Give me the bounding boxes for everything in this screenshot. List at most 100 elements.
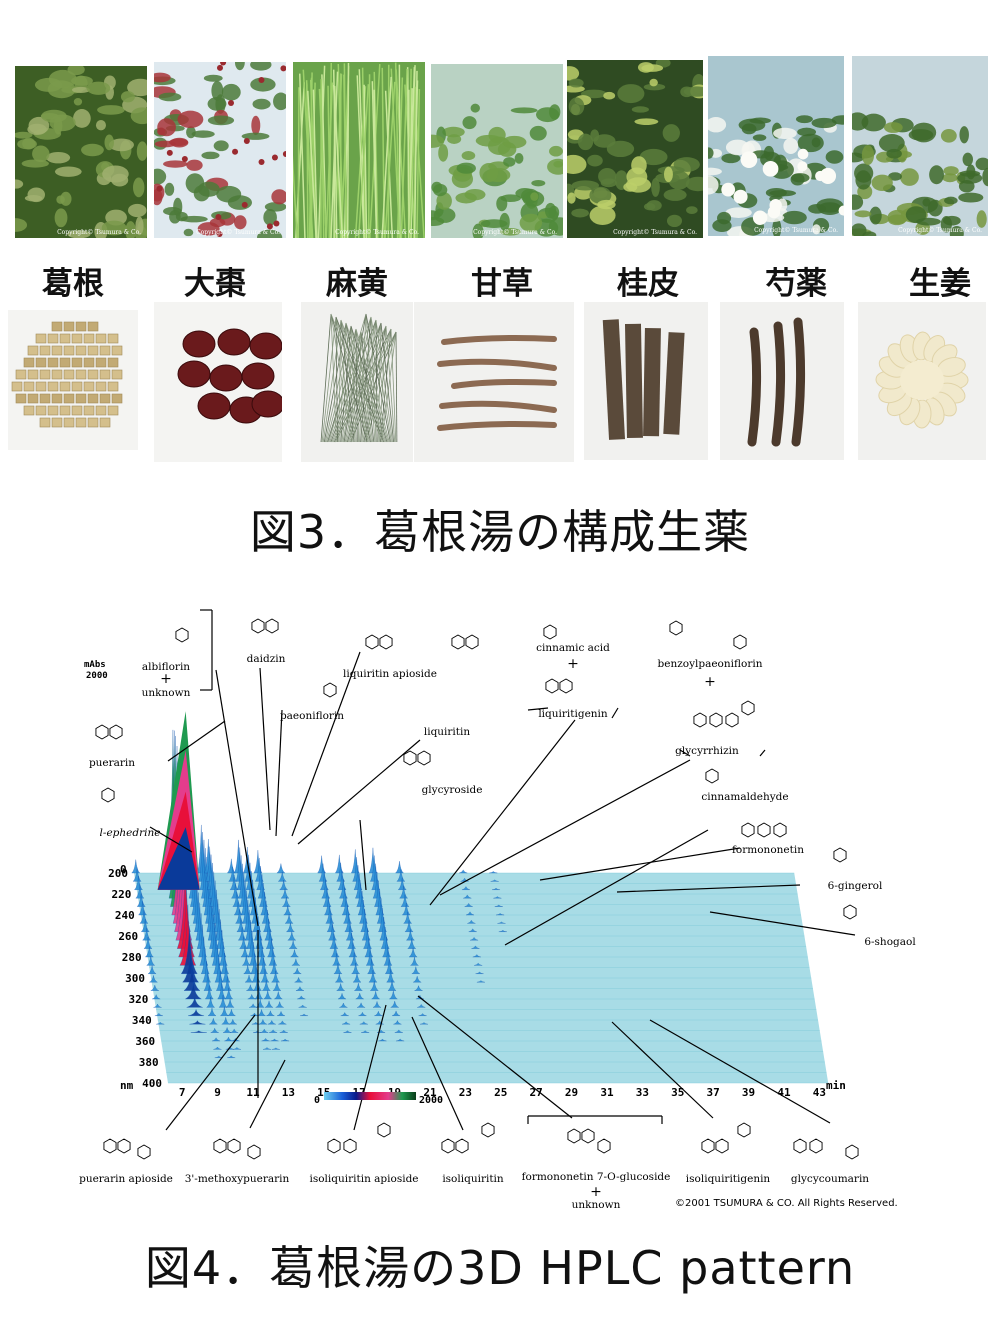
leader-line bbox=[539, 847, 741, 881]
colorbar-min: 0 bbox=[314, 1095, 320, 1106]
label-glycyrrhizin: glycyrrhizin bbox=[675, 745, 739, 757]
label-isoliquiritigenin: isoliquiritigenin bbox=[686, 1173, 771, 1185]
label-glycycoumarin: glycycoumarin bbox=[791, 1173, 869, 1185]
structure-ring bbox=[343, 1138, 357, 1154]
leader-line bbox=[291, 651, 361, 837]
structure-ring bbox=[725, 712, 739, 728]
cinnamon-plant-photo: Copyright© Tsumura & Co. bbox=[567, 60, 703, 238]
structure-ring bbox=[247, 1144, 261, 1160]
photo-copyright: Copyright© Tsumura & Co. bbox=[196, 229, 280, 236]
wavelength-tick: 340 bbox=[132, 1014, 152, 1027]
time-tick: 35 bbox=[671, 1086, 684, 1099]
wavelength-tick: 380 bbox=[139, 1056, 159, 1069]
chromatogram-peak bbox=[204, 839, 241, 1050]
structure-ring bbox=[693, 712, 707, 728]
chromatogram-peak bbox=[226, 858, 262, 1033]
wavelength-tick: 360 bbox=[135, 1035, 155, 1048]
jujube-fruit-photo bbox=[154, 302, 282, 462]
herb-name: 大棗 bbox=[184, 266, 246, 302]
structure-ring bbox=[379, 634, 393, 650]
label-6-shogaol: 6-shogaol bbox=[864, 936, 916, 948]
structure-ring bbox=[103, 1138, 117, 1154]
photo-copyright: Copyright© Tsumura & Co. bbox=[473, 229, 557, 236]
structure-ring bbox=[701, 1138, 715, 1154]
time-tick: 41 bbox=[777, 1086, 791, 1099]
leader-line bbox=[504, 829, 709, 946]
structure-ring bbox=[709, 712, 723, 728]
time-tick: 29 bbox=[565, 1086, 578, 1099]
compound-labels-top: albiflorin + unknown daidzin paeoniflori… bbox=[89, 642, 916, 948]
structure-ring bbox=[101, 787, 115, 803]
label-puerarin-apioside: puerarin apioside bbox=[79, 1173, 173, 1185]
structure-ring bbox=[227, 1138, 241, 1154]
figure-3-title: 図3．葛根湯の構成生薬 bbox=[249, 505, 751, 559]
leader-line bbox=[679, 749, 691, 757]
chromatogram-peak bbox=[368, 847, 405, 1042]
wavelength-tick: 320 bbox=[129, 993, 149, 1006]
structure-ring bbox=[455, 1138, 469, 1154]
figure-4-title: 図4．葛根湯の3D HPLC pattern bbox=[144, 1241, 856, 1295]
chromatogram-peak bbox=[131, 859, 165, 1025]
label-plus-1: + bbox=[160, 671, 172, 687]
jujube-plant-photo: Copyright© Tsumura & Co. bbox=[154, 62, 286, 238]
leader-line bbox=[411, 1016, 464, 1131]
structure-ring bbox=[733, 634, 747, 650]
time-tick: 7 bbox=[179, 1086, 186, 1099]
label-albiflorin: albiflorin bbox=[142, 661, 190, 673]
structure-ring bbox=[213, 1138, 227, 1154]
structure-ring bbox=[757, 822, 771, 838]
time-tick: 25 bbox=[494, 1086, 507, 1099]
herb-name: 麻黄 bbox=[326, 266, 388, 302]
chromatogram-peak bbox=[276, 863, 309, 1016]
leader-line bbox=[611, 1021, 714, 1119]
time-tick: 31 bbox=[600, 1086, 614, 1099]
peony-root-photo bbox=[720, 302, 844, 460]
label-3-methoxypuerarin: 3'-methoxypuerarin bbox=[185, 1173, 290, 1185]
kudzu-plant-photo: Copyright© Tsumura & Co. bbox=[15, 66, 147, 238]
photo-copyright: Copyright© Tsumura & Co. bbox=[754, 227, 838, 234]
chromatogram-peak bbox=[253, 850, 290, 1042]
structure-ring bbox=[251, 618, 265, 634]
structure-ring bbox=[175, 627, 189, 643]
chromatogram-peak bbox=[350, 849, 387, 1042]
leader-line bbox=[215, 669, 259, 927]
herb-name: 生姜 bbox=[909, 266, 971, 302]
leader-line bbox=[165, 1014, 256, 1131]
label-formononetin: formononetin bbox=[732, 844, 804, 856]
leader-line bbox=[527, 707, 549, 711]
label-cinnamic-acid: cinnamic acid bbox=[536, 642, 610, 654]
chromatogram-peak bbox=[335, 854, 370, 1033]
time-tick: 21 bbox=[423, 1086, 437, 1099]
structure-ring bbox=[833, 847, 847, 863]
structure-ring bbox=[451, 634, 465, 650]
ephedra-plant-photo: Copyright© Tsumura & Co. bbox=[293, 62, 425, 238]
structure-ring bbox=[109, 724, 123, 740]
chromatogram-peak bbox=[489, 871, 507, 932]
label-plus-4: + bbox=[590, 1184, 602, 1200]
leader-line bbox=[275, 709, 283, 837]
wavelength-tick: 260 bbox=[118, 930, 138, 943]
chromatogram-peak bbox=[234, 839, 272, 1050]
figure-4-copyright: ©2001 TSUMURA & CO. All Rights Reserved. bbox=[675, 1198, 898, 1209]
leader-line bbox=[649, 1019, 831, 1124]
label-puerarin: puerarin bbox=[89, 757, 135, 769]
label-paeoniflorin: paeoniflorin bbox=[280, 710, 344, 722]
wavelength-tick: 300 bbox=[125, 972, 145, 985]
kudzu-root-cubes-photo bbox=[8, 310, 138, 450]
wavelength-tick: 400 bbox=[142, 1077, 162, 1090]
leader-line bbox=[359, 819, 367, 891]
leader-line bbox=[353, 1004, 387, 1131]
structure-ring bbox=[567, 1128, 581, 1144]
label-liquiritin: liquiritin bbox=[424, 726, 471, 738]
label-isoliquiritin-apioside: isoliquiritin apioside bbox=[309, 1173, 418, 1185]
structure-ring bbox=[845, 1144, 859, 1160]
structure-ring bbox=[377, 1122, 391, 1138]
colorbar-max: 2000 bbox=[419, 1095, 443, 1106]
photo-copyright: Copyright© Tsumura & Co. bbox=[57, 229, 141, 236]
structure-ring bbox=[441, 1138, 455, 1154]
structure-ring bbox=[365, 634, 379, 650]
leader-line bbox=[249, 1059, 286, 1129]
label-6-gingerol: 6-gingerol bbox=[828, 880, 883, 892]
structure-ring bbox=[543, 624, 557, 640]
structure-ring bbox=[545, 678, 559, 694]
